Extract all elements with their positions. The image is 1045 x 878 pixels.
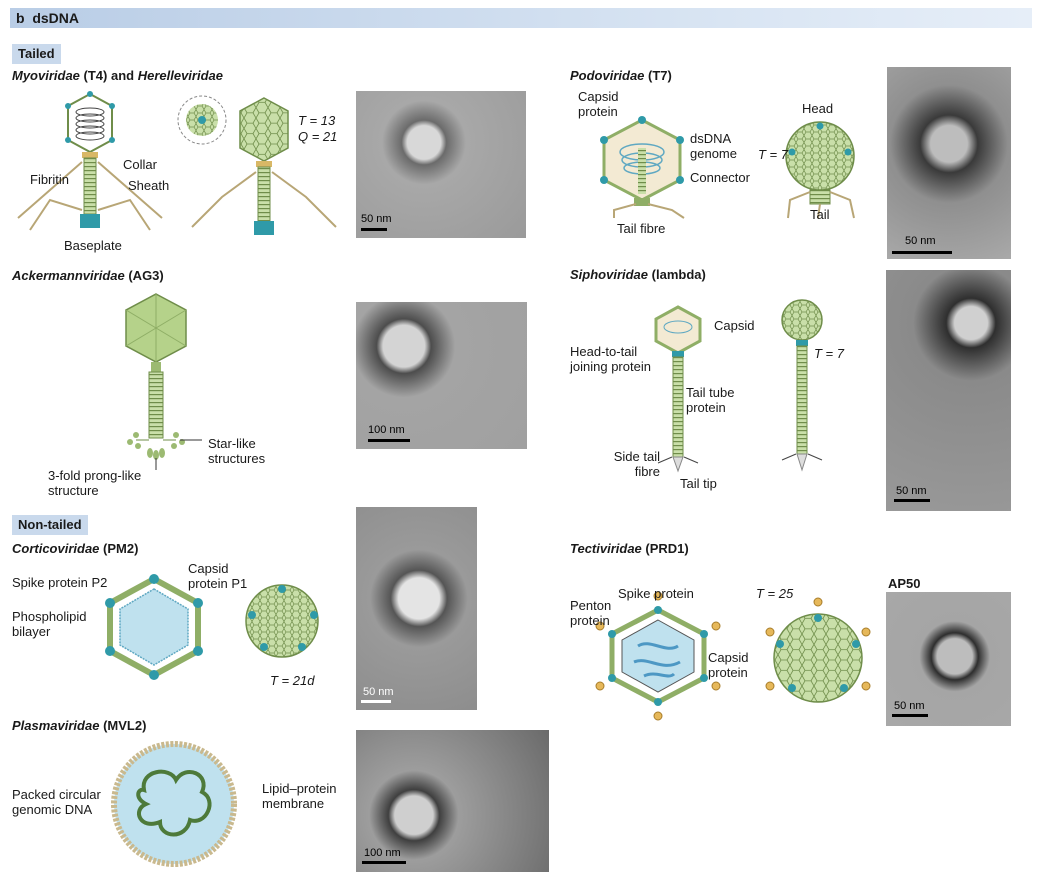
family-strain: (AG3)	[124, 268, 164, 283]
label-baseplate: Baseplate	[64, 238, 122, 253]
label-t7-sipho: T = 7	[814, 346, 844, 361]
label-tail-tube: Tail tube protein	[686, 385, 735, 415]
label-head: Head	[802, 101, 834, 116]
family-strain: (T7)	[644, 68, 672, 83]
micrograph-plasmaviridae: 100 nm	[356, 730, 549, 872]
family-strain: (PM2)	[99, 541, 139, 556]
label-sheath: Sheath	[128, 178, 170, 193]
label-capsid-protein: Capsid protein	[708, 650, 749, 680]
podoviridae-surface-diagram	[785, 121, 855, 219]
label-t21d: T = 21d	[270, 673, 315, 688]
scale-label: 50 nm	[361, 213, 392, 225]
section-tailed: Tailed	[12, 44, 61, 64]
label-fibritin: Fibritin	[30, 172, 70, 187]
label-t7-podo: T = 7	[758, 147, 788, 162]
micrograph-ap50: 50 nm	[886, 592, 1011, 726]
corticoviridae-cutaway-diagram	[105, 574, 203, 680]
label-penton-protein: Penton protein	[570, 598, 612, 628]
ackermannviridae-diagram	[125, 293, 202, 470]
family-name: Tectiviridae	[570, 541, 642, 556]
scale-bar	[892, 251, 952, 254]
label-tail: Tail	[810, 207, 830, 222]
label-q21: Q = 21	[298, 129, 338, 144]
myoviridae-surface-diagram	[177, 95, 337, 235]
family-strain: (PRD1)	[641, 541, 689, 556]
label-collar: Collar	[123, 157, 157, 172]
label-connector: Connector	[690, 170, 750, 185]
label-t13: T = 13	[298, 113, 336, 128]
family-corticoviridae-title: Corticoviridae (PM2)	[12, 541, 138, 556]
siphoviridae-surface-diagram	[781, 299, 823, 472]
micrograph-myoviridae: 50 nm	[356, 91, 526, 238]
family-ackermannviridae-title: Ackermannviridae (AG3)	[12, 268, 164, 283]
family-name: Plasmaviridae	[12, 718, 100, 733]
tectiviridae-surface-diagram	[765, 597, 871, 703]
label-tail-tip: Tail tip	[680, 476, 717, 491]
panel-letter: b	[16, 10, 25, 26]
label-lipid-membrane: Lipid–protein membrane	[262, 781, 337, 811]
family-podoviridae-title: Podoviridae (T7)	[570, 68, 672, 83]
label-prong: 3-fold prong-like structure	[48, 468, 142, 498]
scale-bar	[361, 700, 391, 703]
label-bilayer: Phospholipid bilayer	[12, 609, 87, 639]
panel-title: dsDNA	[32, 10, 80, 26]
label-capsid: Capsid	[714, 318, 755, 333]
label-spike-protein: Spike protein	[618, 586, 694, 601]
label-star-like: Star-like structures	[208, 436, 266, 466]
family-name: Corticoviridae	[12, 541, 100, 556]
siphoviridae-cutaway-diagram	[654, 305, 702, 473]
family-tectiviridae-title: Tectiviridae (PRD1)	[570, 541, 689, 556]
scale-bar	[368, 439, 410, 442]
label-t25: T = 25	[756, 586, 794, 601]
scale-bar	[361, 228, 387, 231]
label-genomic-dna: Packed circular genomic DNA	[12, 787, 101, 817]
label-spike-p2: Spike protein P2	[12, 575, 108, 590]
panel-banner: b dsDNA	[10, 8, 1032, 28]
scale-bar	[362, 861, 406, 864]
scale-label: 50 nm	[896, 485, 927, 497]
scale-label: 100 nm	[364, 847, 401, 859]
family-name-herelleviridae: Herelleviridae	[137, 68, 223, 83]
plasmaviridae-diagram	[111, 741, 237, 867]
micrograph-siphoviridae: 50 nm	[886, 270, 1011, 511]
podoviridae-cutaway-diagram	[600, 116, 685, 219]
family-name: Siphoviridae	[570, 267, 649, 282]
family-strain: (MVL2)	[99, 718, 147, 733]
scale-label: 50 nm	[363, 686, 394, 698]
label-dsdna-genome: dsDNA genome	[690, 131, 737, 161]
micrograph-podoviridae: 50 nm	[887, 67, 1011, 259]
scale-bar	[892, 714, 928, 717]
label-tail-fibre: Tail fibre	[617, 221, 666, 236]
label-capsid-protein: Capsid protein	[578, 89, 619, 119]
ap50-title: AP50	[888, 576, 921, 591]
family-plasmaviridae-title: Plasmaviridae (MVL2)	[12, 718, 146, 733]
label-side-tail-fibre: Side tail fibre	[613, 449, 660, 479]
corticoviridae-surface-diagram	[245, 584, 319, 658]
family-name: Podoviridae	[570, 68, 645, 83]
family-name: Ackermannviridae	[12, 268, 125, 283]
family-name-myoviridae: Myoviridae	[12, 68, 80, 83]
scale-bar	[894, 499, 930, 502]
family-strain: (lambda)	[648, 267, 706, 282]
tectiviridae-cutaway-diagram	[595, 591, 721, 721]
section-non-tailed: Non-tailed	[12, 515, 88, 535]
family-siphoviridae-title: Siphoviridae (lambda)	[570, 267, 706, 282]
scale-label: 50 nm	[894, 700, 925, 712]
micrograph-ackermannviridae: 100 nm	[356, 302, 527, 449]
family-myoviridae-title: Myoviridae (T4) and Herelleviridae	[12, 68, 223, 83]
family-mid: (T4) and	[79, 68, 138, 83]
myoviridae-cutaway-diagram	[17, 91, 163, 231]
label-capsid-p1: Capsid protein P1	[188, 561, 248, 591]
label-head-to-tail: Head-to-tail joining protein	[570, 344, 651, 374]
micrograph-corticoviridae: 50 nm	[356, 507, 477, 710]
scale-label: 50 nm	[905, 235, 936, 247]
scale-label: 100 nm	[368, 424, 405, 436]
